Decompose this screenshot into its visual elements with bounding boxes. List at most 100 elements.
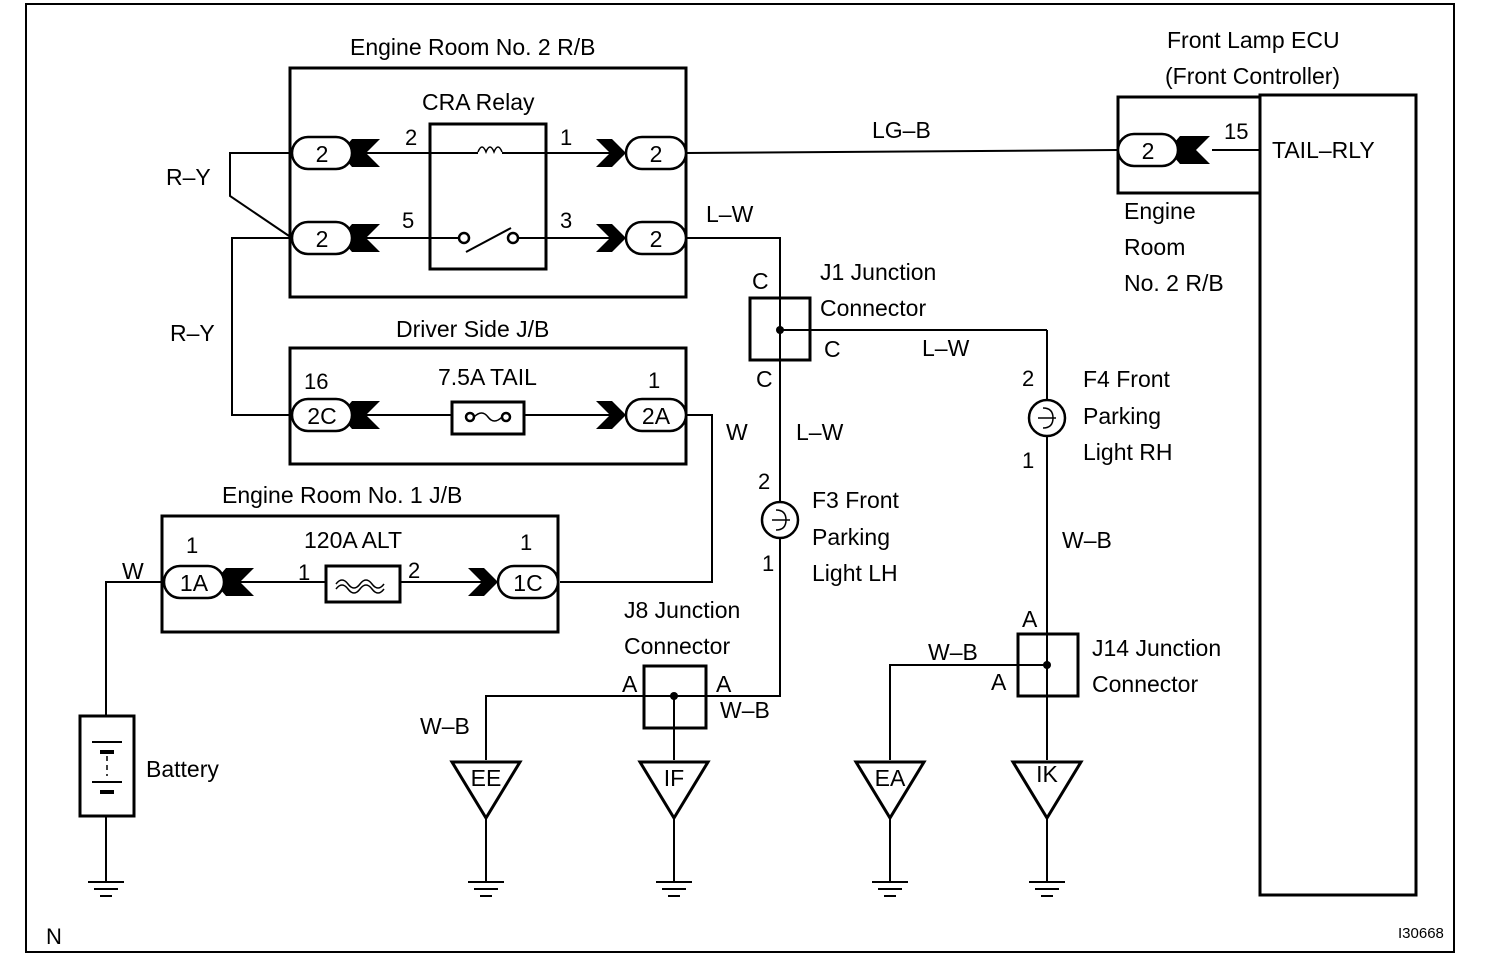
ground-icon (88, 881, 124, 897)
engine-room-no1-jb-label: Engine Room No. 1 J/B (222, 482, 462, 508)
wire-label-w-jb: W (726, 419, 748, 445)
ground-point-ik: IK (1010, 760, 1084, 897)
ecu-rb-label-line3: No. 2 R/B (1124, 270, 1224, 296)
j8-label-line1: J8 Junction (624, 597, 740, 623)
ecu-title-line2: (Front Controller) (1165, 63, 1340, 89)
connector-rb-left-top-label: 2 (316, 141, 329, 167)
ground-ea-label: EA (875, 765, 906, 791)
connector-jb-1c-label: 1C (513, 570, 542, 596)
diagram-frame (25, 3, 1455, 953)
j1-label-line2: Connector (820, 295, 926, 321)
f3-label-line2: Parking (812, 524, 890, 550)
j14-pin-a-left: A (991, 669, 1007, 695)
ground-point-if: IF (637, 760, 711, 897)
j14-label-line2: Connector (1092, 671, 1198, 697)
ground-if-label: IF (664, 765, 684, 791)
relay-switch (465, 227, 512, 253)
wire-label-w-b-j8: W–B (720, 697, 770, 723)
arrow-head (468, 568, 498, 596)
f3-pin-1: 1 (762, 551, 774, 576)
f4-front-parking-light-rh: 2 1 F4 Front Parking Light RH (1022, 366, 1172, 473)
j1-junction-connector: C C C J1 Junction Connector L–W (748, 259, 1047, 392)
ground-ee-label: EE (471, 765, 502, 791)
f3-label-line3: Light LH (812, 560, 898, 586)
connector-rb-left-bottom-label: 2 (316, 226, 329, 252)
ground-point-ee: EE (449, 760, 523, 897)
wire-label-l-w-j1-down: L–W (796, 419, 844, 445)
wire-label-l-w-top: L–W (706, 201, 754, 227)
f3-pin-2: 2 (758, 469, 770, 494)
jb-pin-1: 1 (648, 368, 660, 393)
f4-label-line2: Parking (1083, 403, 1161, 429)
ground-point-ea: EA (853, 760, 927, 897)
fuse-alt (324, 564, 402, 604)
figure-code: I30668 (1398, 925, 1444, 942)
arrow-head (596, 224, 626, 252)
j14-pin-a-top: A (1022, 606, 1038, 632)
f4-label-line1: F4 Front (1083, 366, 1171, 392)
f4-pin-2: 2 (1022, 366, 1034, 391)
j1-pin-c-right: C (824, 336, 841, 362)
ecu-pin-15: 15 (1224, 119, 1248, 144)
connector-jb-2a-label: 2A (642, 403, 671, 429)
battery-label: Battery (146, 756, 219, 782)
battery: Battery (78, 714, 219, 818)
wire-label-w-b-ee: W–B (420, 713, 470, 739)
relay-coil (477, 146, 503, 155)
wire-label-r-y-lower: R–Y (170, 320, 215, 346)
wire-r-y: R–Y R–Y (166, 152, 293, 416)
j8-label-line2: Connector (624, 633, 730, 659)
connector-rb-right-top-label: 2 (650, 141, 663, 167)
relay-pin-3: 3 (560, 208, 572, 233)
engine-room-no2-rb-label: Engine Room No. 2 R/B (350, 34, 595, 60)
ecu-terminal-tail-rly: TAIL–RLY (1272, 137, 1375, 163)
connector-jb-1a-label: 1A (180, 570, 209, 596)
ecu-title-line1: Front Lamp ECU (1167, 27, 1340, 53)
er1-pin-1c: 1 (520, 530, 532, 555)
alt-pin-2: 2 (408, 558, 420, 583)
wire-w-jb (560, 414, 713, 583)
wire-label-lg-b: LG–B (872, 117, 931, 143)
j8-junction-connector: J8 Junction Connector A A W–B (622, 597, 770, 760)
ground-ik-label: IK (1036, 761, 1058, 787)
cra-relay-label: CRA Relay (422, 89, 535, 115)
arrow-head (596, 139, 626, 167)
f3-label-line1: F3 Front (812, 487, 900, 513)
wire-label-w-b-f4: W–B (1062, 527, 1112, 553)
alt-pin-1: 1 (298, 560, 310, 585)
ecu-rb-label-line2: Room (1124, 234, 1185, 260)
er1-pin-1a: 1 (186, 533, 198, 558)
front-lamp-ecu: Front Lamp ECU (Front Controller) TAIL–R… (1116, 27, 1418, 897)
connector-rb-right-bottom-label: 2 (650, 226, 663, 252)
j8-pin-a-left: A (622, 671, 638, 697)
relay-pin-1: 1 (560, 125, 572, 150)
corner-label: N (46, 924, 62, 949)
f3-front-parking-light-lh: 2 1 F3 Front Parking Light LH (758, 469, 900, 586)
ecu-rb-label-line1: Engine (1124, 198, 1196, 224)
j8-pin-a-right: A (716, 671, 732, 697)
wire-label-r-y-upper: R–Y (166, 164, 211, 190)
relay-pin-2: 2 (405, 125, 417, 150)
wire-lg-b (685, 149, 1119, 154)
wire-label-l-w-j1-right: L–W (922, 335, 970, 361)
cra-relay (428, 122, 548, 271)
arrow-head (596, 401, 626, 429)
j1-pin-c-top: C (752, 268, 769, 294)
connector-ecu-label: 2 (1142, 138, 1155, 164)
fuse-tail (450, 400, 526, 436)
connector-jb-1c (496, 564, 560, 600)
j1-label-line1: J1 Junction (820, 259, 936, 285)
f4-pin-1: 1 (1022, 448, 1034, 473)
wire-label-w-battery: W (122, 558, 144, 584)
wire-label-w-b-j14: W–B (928, 639, 978, 665)
jb-pin-16: 16 (304, 369, 328, 394)
j14-label-line1: J14 Junction (1092, 635, 1221, 661)
j14-junction-connector: A A J14 Junction Connector W–B (889, 606, 1221, 760)
connector-jb-2c (290, 397, 354, 433)
arrow-head (1168, 136, 1210, 164)
fuse-alt-label: 120A ALT (304, 527, 402, 553)
driver-side-jb-label: Driver Side J/B (396, 316, 549, 342)
wire-l-w-top (686, 237, 781, 298)
j1-pin-c-bottom: C (756, 366, 773, 392)
